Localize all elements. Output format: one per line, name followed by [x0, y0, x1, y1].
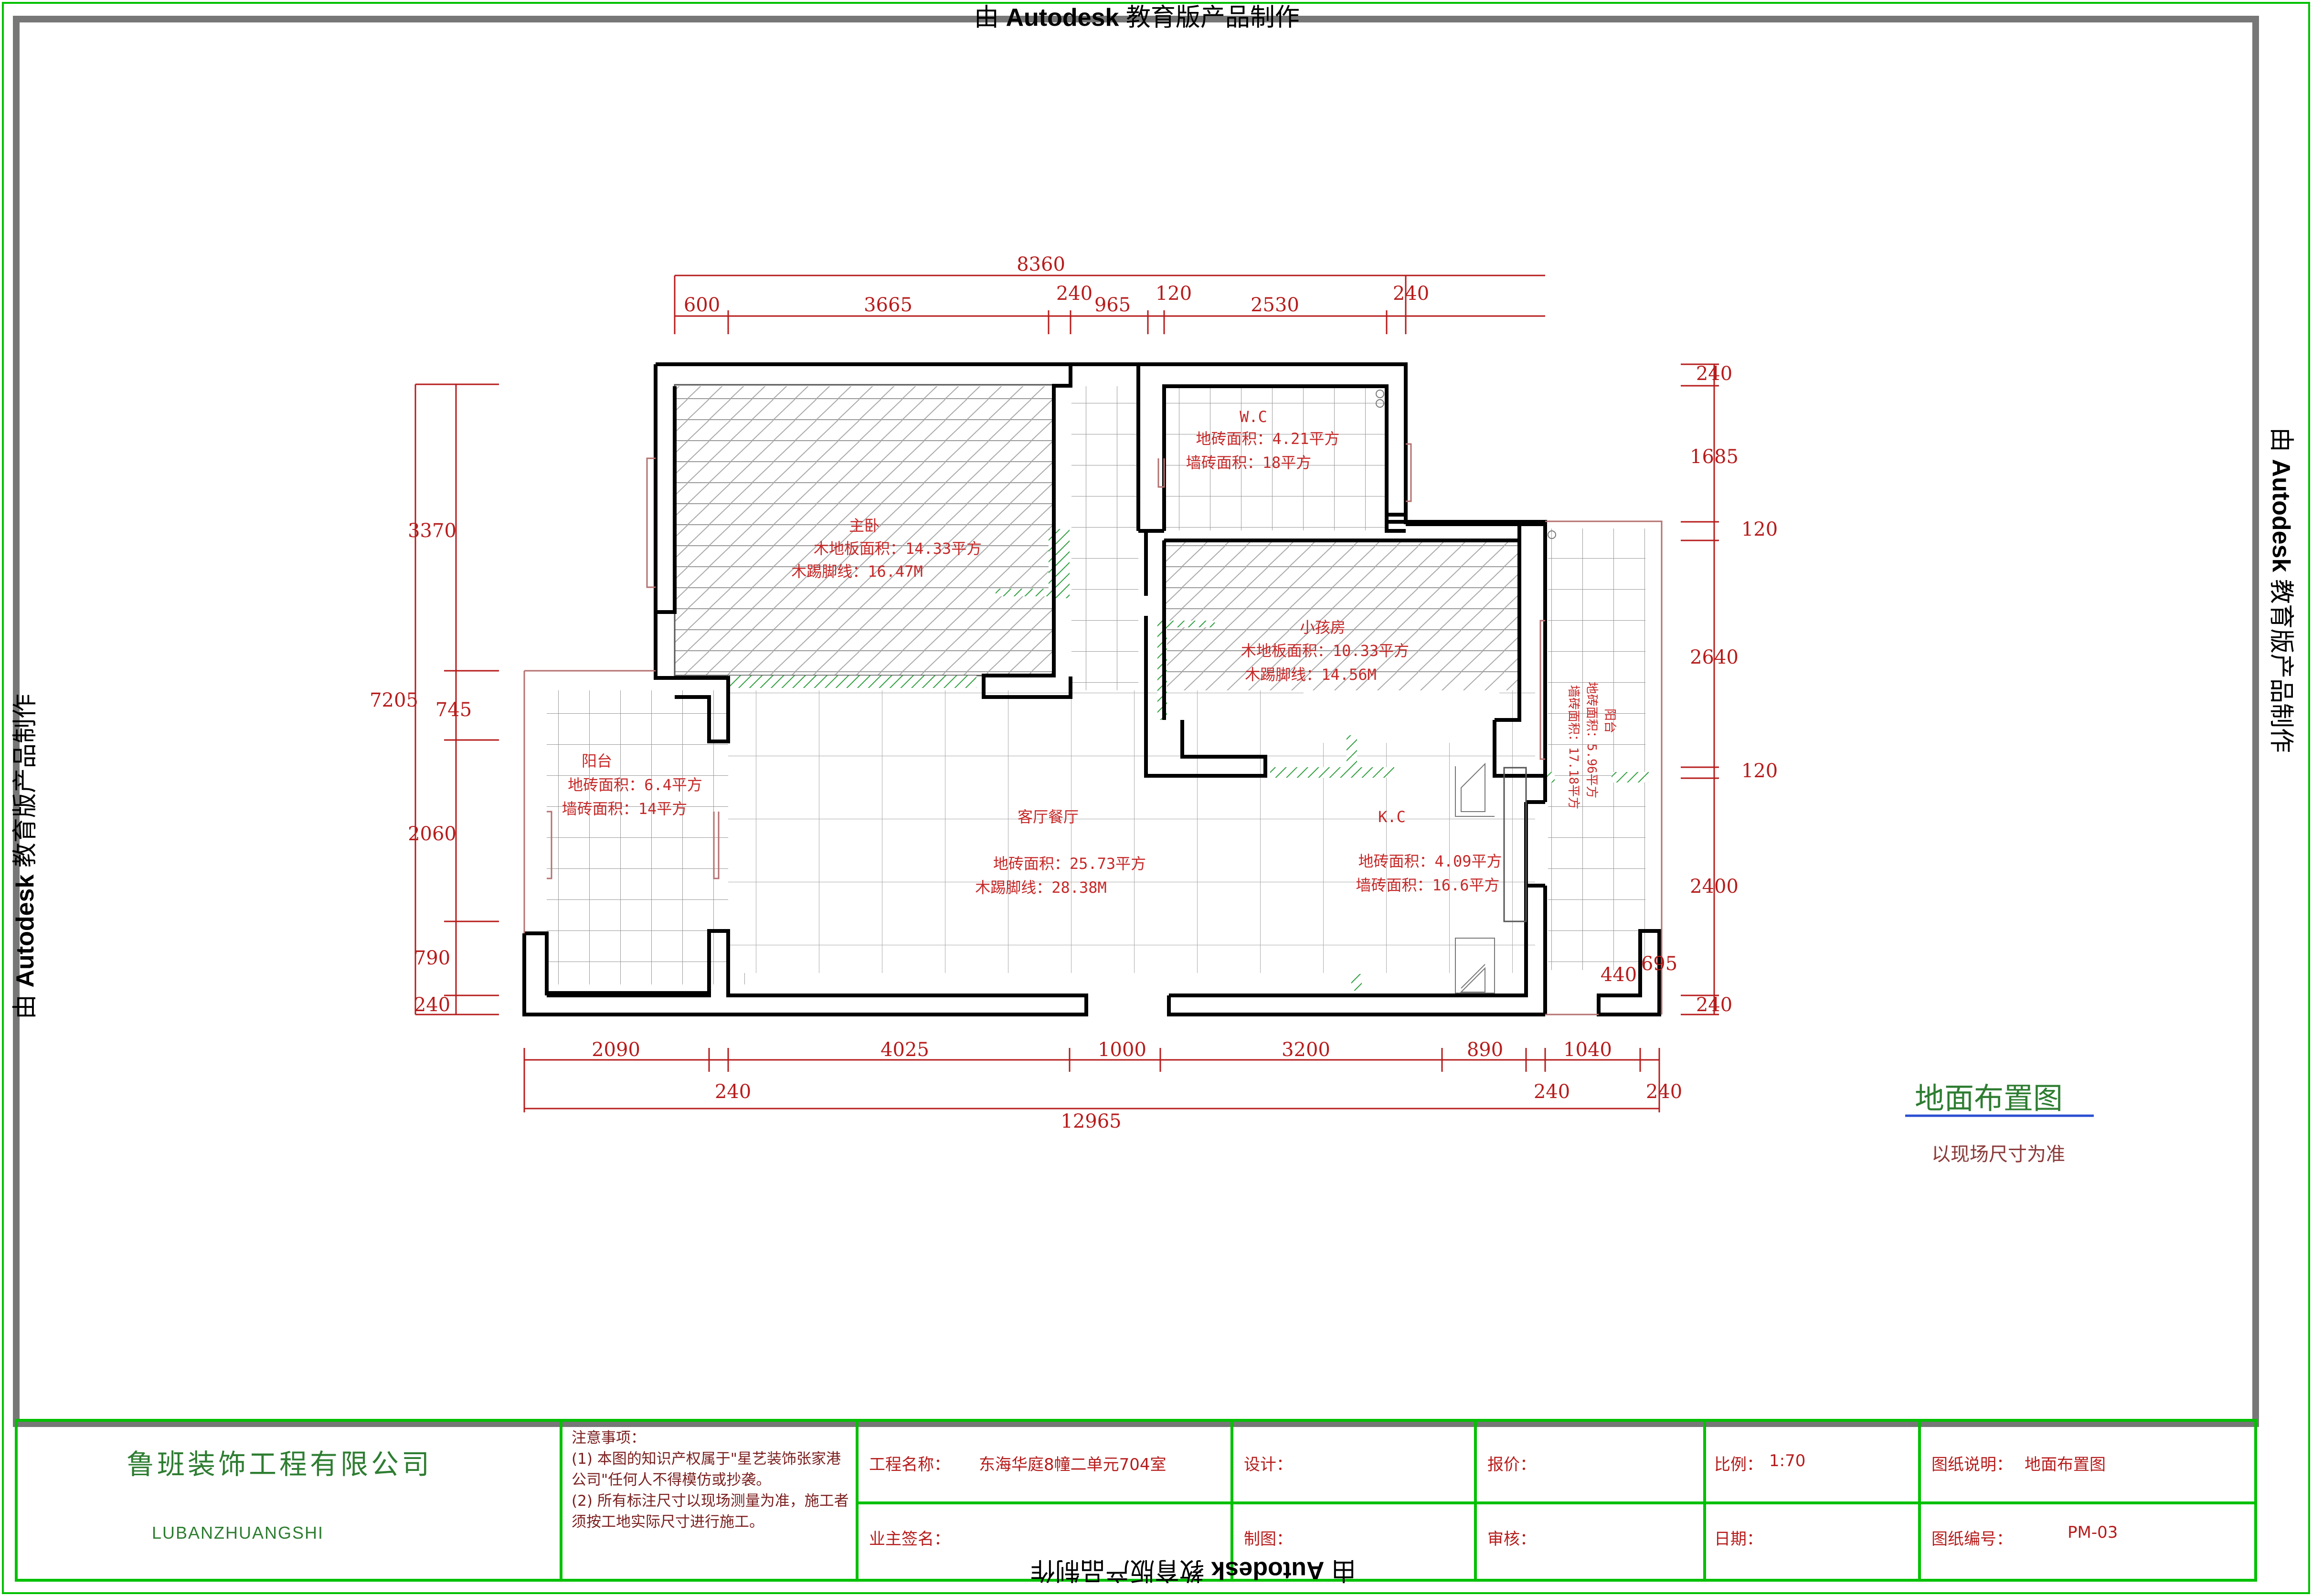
sheet-number-value: PM-03: [2068, 1523, 2118, 1542]
room-right-balcony: 阳台 地砖面积：5.96平方 墙砖面积：17.18平方: [1566, 682, 1617, 809]
svg-text:主卧: 主卧: [849, 517, 880, 535]
right-balcony-floor: [1548, 528, 1645, 970]
dim-top-1: 3665: [864, 294, 912, 316]
dim-left-2: 2060: [408, 823, 456, 845]
drafting-label: 制图：: [1244, 1530, 1293, 1549]
kids-room-floor: [1164, 540, 1519, 720]
svg-text:阳台: 阳台: [1602, 708, 1617, 733]
scale-value: 1:70: [1769, 1451, 1806, 1470]
dim-bottom-3: 3200: [1282, 1039, 1330, 1061]
title-block-grid: [15, 1419, 2257, 1582]
dim-left-3: 790: [414, 947, 450, 969]
svg-text:墙砖面积：16.6平方: 墙砖面积：16.6平方: [1356, 876, 1499, 894]
dim-bottom-overall: 12965: [1061, 1110, 1121, 1132]
project-value: 东海华庭8幢二单元704室: [979, 1455, 1167, 1474]
date-label: 日期：: [1714, 1530, 1763, 1549]
dim-bottom-1: 4025: [880, 1039, 929, 1061]
dim-left-0: 3370: [408, 520, 456, 542]
svg-text:木踢脚线：16.47M: 木踢脚线：16.47M: [791, 562, 923, 581]
dim-right-4: 120: [1741, 760, 1778, 782]
sheet-number-label: 图纸编号：: [1931, 1530, 2013, 1549]
svg-text:墙砖面积：14平方: 墙砖面积：14平方: [562, 800, 688, 818]
svg-text:墙砖面积：18平方: 墙砖面积：18平方: [1186, 454, 1312, 472]
dim-bottom-4: 890: [1467, 1039, 1503, 1061]
room-left-balcony: 阳台 地砖面积：6.4平方 墙砖面积：14平方: [562, 752, 702, 818]
svg-text:小孩房: 小孩房: [1300, 618, 1346, 636]
notes: 注意事项： (1) 本图的知识产权属于"星艺装饰张家港公司"任何人不得模仿或抄袭…: [572, 1429, 849, 1531]
dim-bottom-wall-1: 240: [1534, 1081, 1570, 1103]
svg-text:墙砖面积：17.18平方: 墙砖面积：17.18平方: [1566, 685, 1580, 809]
dim-inner-1: 695: [1641, 953, 1677, 975]
dim-right-0: 240: [1696, 363, 1732, 385]
drawing-frame: [13, 16, 2259, 1427]
svg-text:木踢脚线：14.56M: 木踢脚线：14.56M: [1245, 666, 1377, 684]
quote-label: 报价：: [1487, 1455, 1536, 1474]
sheet-desc-value: 地面布置图: [2025, 1455, 2106, 1474]
svg-text:客厅餐厅: 客厅餐厅: [1018, 808, 1079, 826]
svg-text:阳台: 阳台: [582, 752, 612, 770]
svg-text:木踢脚线：28.38M: 木踢脚线：28.38M: [975, 878, 1107, 897]
room-living-dining: 客厅餐厅 地砖面积：25.73平方 木踢脚线：28.38M: [975, 808, 1146, 897]
review-label: 审核：: [1487, 1530, 1536, 1549]
dim-bottom-wall-2: 240: [1646, 1081, 1682, 1103]
svg-text:木地板面积：14.33平方: 木地板面积：14.33平方: [814, 539, 982, 558]
svg-text:K.C: K.C: [1378, 808, 1406, 826]
design-label: 设计：: [1244, 1455, 1293, 1474]
dim-right-3: 2640: [1690, 646, 1739, 668]
dim-bottom-0: 2090: [592, 1039, 640, 1061]
sheet-desc-label: 图纸说明：: [1931, 1455, 2013, 1474]
dim-right-1: 1685: [1690, 446, 1739, 468]
project-label: 工程名称：: [869, 1455, 950, 1474]
dim-right-5: 2400: [1690, 876, 1739, 898]
sheet-subtitle: 以现场尺寸为准: [1931, 1143, 2065, 1165]
room-kids: 小孩房 木地板面积：10.33平方 木踢脚线：14.56M: [1241, 618, 1409, 684]
watermark-top: 由 Autodesk 教育版产品制作: [974, 4, 1300, 32]
dim-inner-0: 440: [1601, 964, 1637, 986]
dim-top-3: 965: [1094, 294, 1131, 316]
room-wc: W.C 地砖面积：4.21平方 墙砖面积：18平方: [1186, 408, 1340, 472]
room-kitchen: K.C 地砖面积：4.09平方 墙砖面积：16.6平方: [1356, 808, 1502, 894]
scale-label: 比例：: [1714, 1455, 1763, 1474]
svg-text:木地板面积：10.33平方: 木地板面积：10.33平方: [1241, 642, 1409, 660]
wc-floor: [1164, 386, 1387, 530]
dimension-lines: [414, 275, 1719, 1112]
svg-text:地砖面积：4.09平方: 地砖面积：4.09平方: [1358, 852, 1502, 870]
room-master-bedroom: 主卧 木地板面积：14.33平方 木踢脚线：16.47M: [791, 517, 982, 581]
svg-text:W.C: W.C: [1240, 408, 1267, 426]
company-name: 鲁班装饰工程有限公司: [127, 1448, 433, 1480]
dim-bottom-2: 1000: [1098, 1039, 1146, 1061]
dim-right-2: 120: [1741, 518, 1778, 540]
svg-text:地砖面积：5.96平方: 地砖面积：5.96平方: [1584, 682, 1599, 799]
dim-left-4: 240: [414, 994, 450, 1016]
dim-left-1: 745: [435, 699, 472, 721]
dim-top-5: 2530: [1251, 294, 1299, 316]
dim-top-0: 600: [684, 294, 720, 316]
dim-top-2: 240: [1056, 283, 1092, 305]
sheet-title: 地面布置图: [1915, 1081, 2063, 1116]
dim-bottom-wall-0: 240: [715, 1081, 751, 1103]
dim-right-6: 240: [1696, 994, 1732, 1016]
svg-text:地砖面积：4.21平方: 地砖面积：4.21平方: [1196, 430, 1339, 448]
dim-left-overall: 7205: [370, 689, 418, 711]
master-bedroom-floor: [675, 386, 1054, 676]
dim-bottom-5: 1040: [1563, 1039, 1612, 1061]
dim-top-6: 240: [1393, 283, 1429, 305]
dim-top-overall: 8360: [1017, 254, 1065, 275]
company-name-en: LUBANZHUANGSHI: [152, 1523, 324, 1543]
owner-signature-label: 业主签名：: [869, 1530, 950, 1549]
dim-top-4: 120: [1156, 283, 1192, 305]
svg-text:地砖面积：25.73平方: 地砖面积：25.73平方: [993, 855, 1146, 873]
svg-text:地砖面积：6.4平方: 地砖面积：6.4平方: [568, 776, 702, 794]
